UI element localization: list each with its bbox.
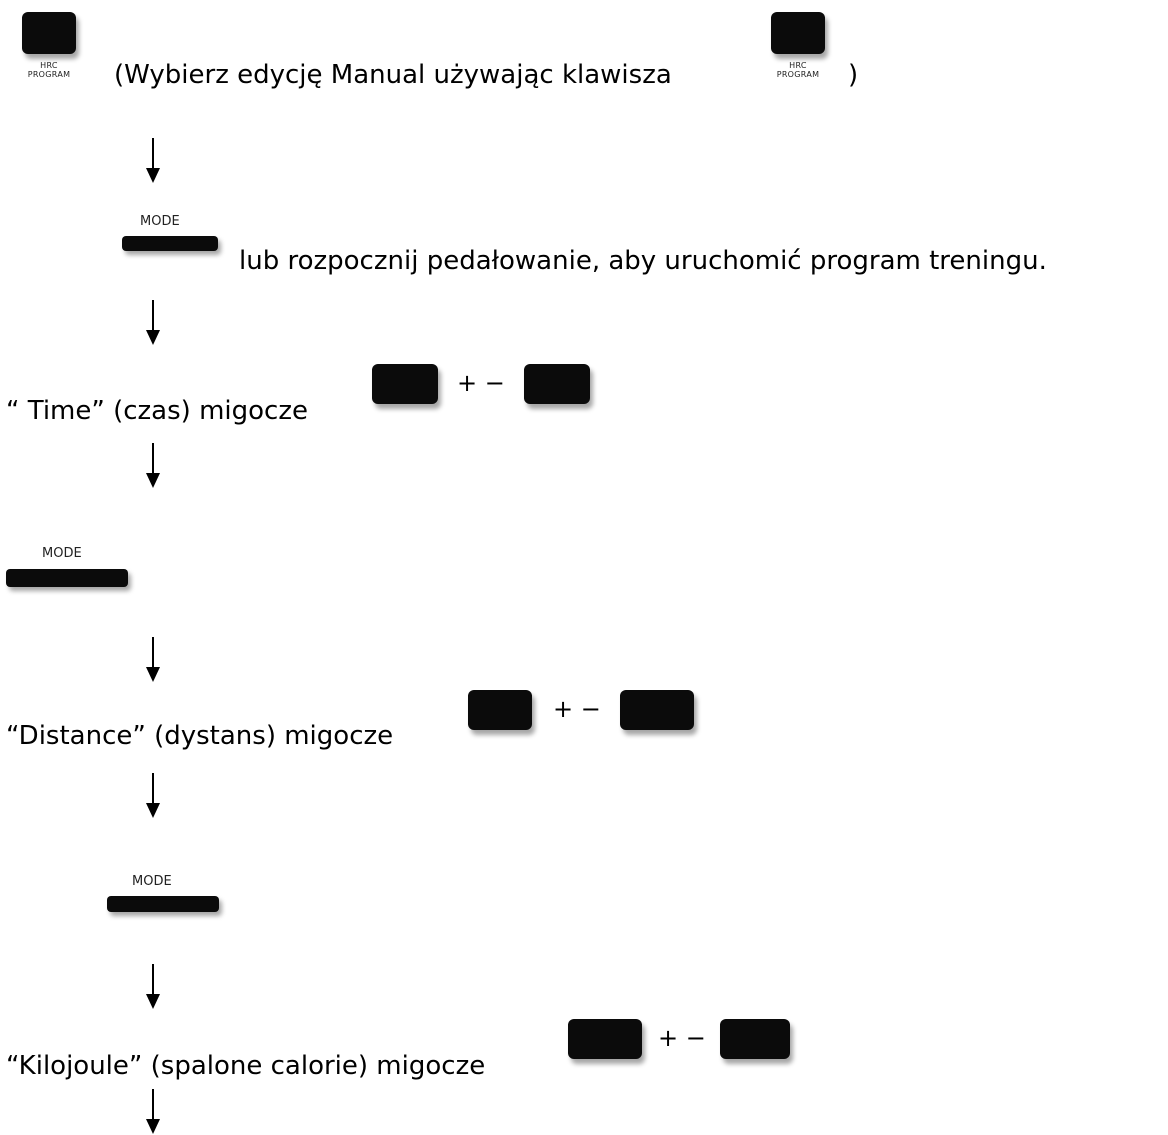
- flow-arrow-4: [146, 637, 160, 682]
- flow-arrow-5: [146, 773, 160, 818]
- hrc-program-key-caption-1: HRC: [40, 61, 58, 70]
- flow-arrow-3: [146, 443, 160, 488]
- mode-key-2[interactable]: [6, 569, 128, 587]
- plus-key-kilojoule[interactable]: [568, 1019, 642, 1059]
- mode-key-3[interactable]: [107, 896, 219, 912]
- mode-key-label: MODE: [140, 214, 180, 229]
- mode-key-label-3: MODE: [132, 874, 172, 889]
- mode-key-label-2: MODE: [42, 546, 82, 561]
- mode-key[interactable]: [122, 236, 218, 251]
- flow-arrow-6: [146, 964, 160, 1009]
- flow-arrow-7: [146, 1089, 160, 1134]
- hrc-program-key-inline-caption-1: HRC: [789, 61, 807, 70]
- plus-minus-sign-distance: + −: [553, 695, 601, 723]
- plus-key-time[interactable]: [372, 364, 438, 404]
- hrc-program-key-caption-2: PROGRAM: [27, 70, 71, 79]
- hrc-program-key-inline-caption-2: PROGRAM: [776, 70, 820, 79]
- minus-key-kilojoule[interactable]: [720, 1019, 790, 1059]
- step-kilojoule-flashes-text: “Kilojoule” (spalone calorie) migocze: [6, 1051, 486, 1081]
- plus-key-distance[interactable]: [468, 690, 532, 730]
- plus-minus-sign-kilojoule: + −: [658, 1024, 706, 1052]
- plus-minus-sign-time: + −: [457, 369, 505, 397]
- step-time-flashes-text: “ Time” (czas) migocze: [6, 396, 308, 426]
- hrc-program-key-inline[interactable]: [771, 12, 825, 54]
- step-start-training-text: lub rozpocznij pedałowanie, aby uruchomi…: [239, 246, 1047, 276]
- step-select-manual-close-paren: ): [848, 60, 859, 90]
- minus-key-time[interactable]: [524, 364, 590, 404]
- step-select-manual-text: (Wybierz edycję Manual używając klawisza: [114, 60, 672, 90]
- flow-arrow-2: [146, 300, 160, 345]
- step-distance-flashes-text: “Distance” (dystans) migocze: [6, 721, 394, 751]
- flow-arrow-1: [146, 138, 160, 183]
- minus-key-distance[interactable]: [620, 690, 694, 730]
- hrc-program-key[interactable]: [22, 12, 76, 54]
